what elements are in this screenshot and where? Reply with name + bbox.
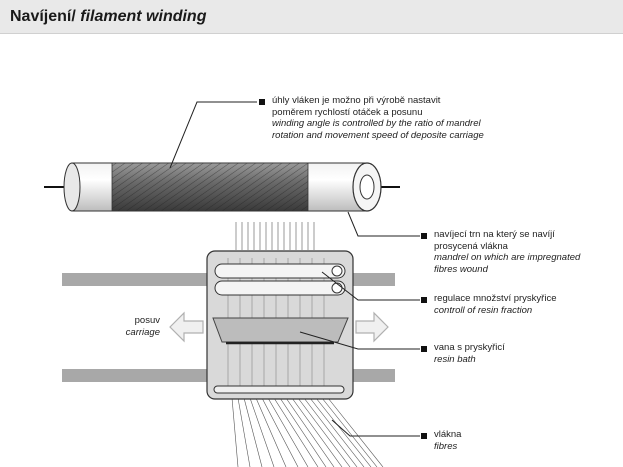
bullet-icon xyxy=(421,433,427,439)
page-title: Navíjení/ filament winding xyxy=(10,8,206,26)
bullet-icon xyxy=(421,346,427,352)
fibres-upper xyxy=(235,222,315,250)
fibres-en: fibres xyxy=(434,440,458,452)
label-mandrel: navíjecí trn na který se navíjí prosycen… xyxy=(434,229,580,275)
winding-angle-cz2: poměrem rychlostí otáček a posunu xyxy=(272,106,423,118)
resin-control-cz: regulace množství pryskyřice xyxy=(434,293,557,304)
winding-angle-en2: rotation and movement speed of deposite … xyxy=(272,129,484,141)
fibres-lower xyxy=(231,397,384,467)
label-winding-angle: úhly vláken je možno při výrobě nastavit… xyxy=(272,95,484,141)
bullet-icon xyxy=(421,297,427,303)
bullet-icon xyxy=(421,233,427,239)
mandrel-cz2: prosycená vlákna xyxy=(434,240,508,252)
mandrel-en2: fibres wound xyxy=(434,263,488,275)
resin-roller-bottom xyxy=(214,280,346,296)
resin-bath-en: resin bath xyxy=(434,353,476,365)
leader-lines xyxy=(169,101,420,437)
carriage-cz: posuv xyxy=(134,315,160,326)
resin-bath xyxy=(212,317,349,343)
title-en: filament winding xyxy=(75,8,207,25)
label-resin-control: regulace množství pryskyřice controll of… xyxy=(434,293,556,316)
bullet-icon xyxy=(259,99,265,105)
winding-angle-cz1: úhly vláken je možno při výrobě nastavit xyxy=(272,95,441,106)
guide-roller xyxy=(213,385,345,394)
resin-roller-top xyxy=(214,263,346,279)
arrow-right-icon xyxy=(355,311,389,343)
mandrel-cz1: navíjecí trn na který se navíjí xyxy=(434,229,555,240)
resin-bath-cz: vana s pryskyřicí xyxy=(434,342,505,353)
mandrel-en1: mandrel on which are impregnated xyxy=(434,252,581,263)
title-cz: Navíjení/ xyxy=(10,8,76,25)
arrow-left-icon xyxy=(169,311,204,343)
wound-fibres xyxy=(111,162,309,212)
winding-angle-en1: winding angle is controlled by the ratio… xyxy=(272,118,481,129)
label-resin-bath: vana s pryskyřicí resin bath xyxy=(434,342,505,365)
header-bar: Navíjení/ filament winding xyxy=(0,0,623,34)
resin-control-en: controll of resin fraction xyxy=(434,304,533,316)
label-carriage: posuv carriage xyxy=(100,315,160,338)
fibres-cz: vlákna xyxy=(434,429,462,440)
carriage-en: carriage xyxy=(125,326,160,338)
label-fibres: vlákna fibres xyxy=(434,429,461,452)
